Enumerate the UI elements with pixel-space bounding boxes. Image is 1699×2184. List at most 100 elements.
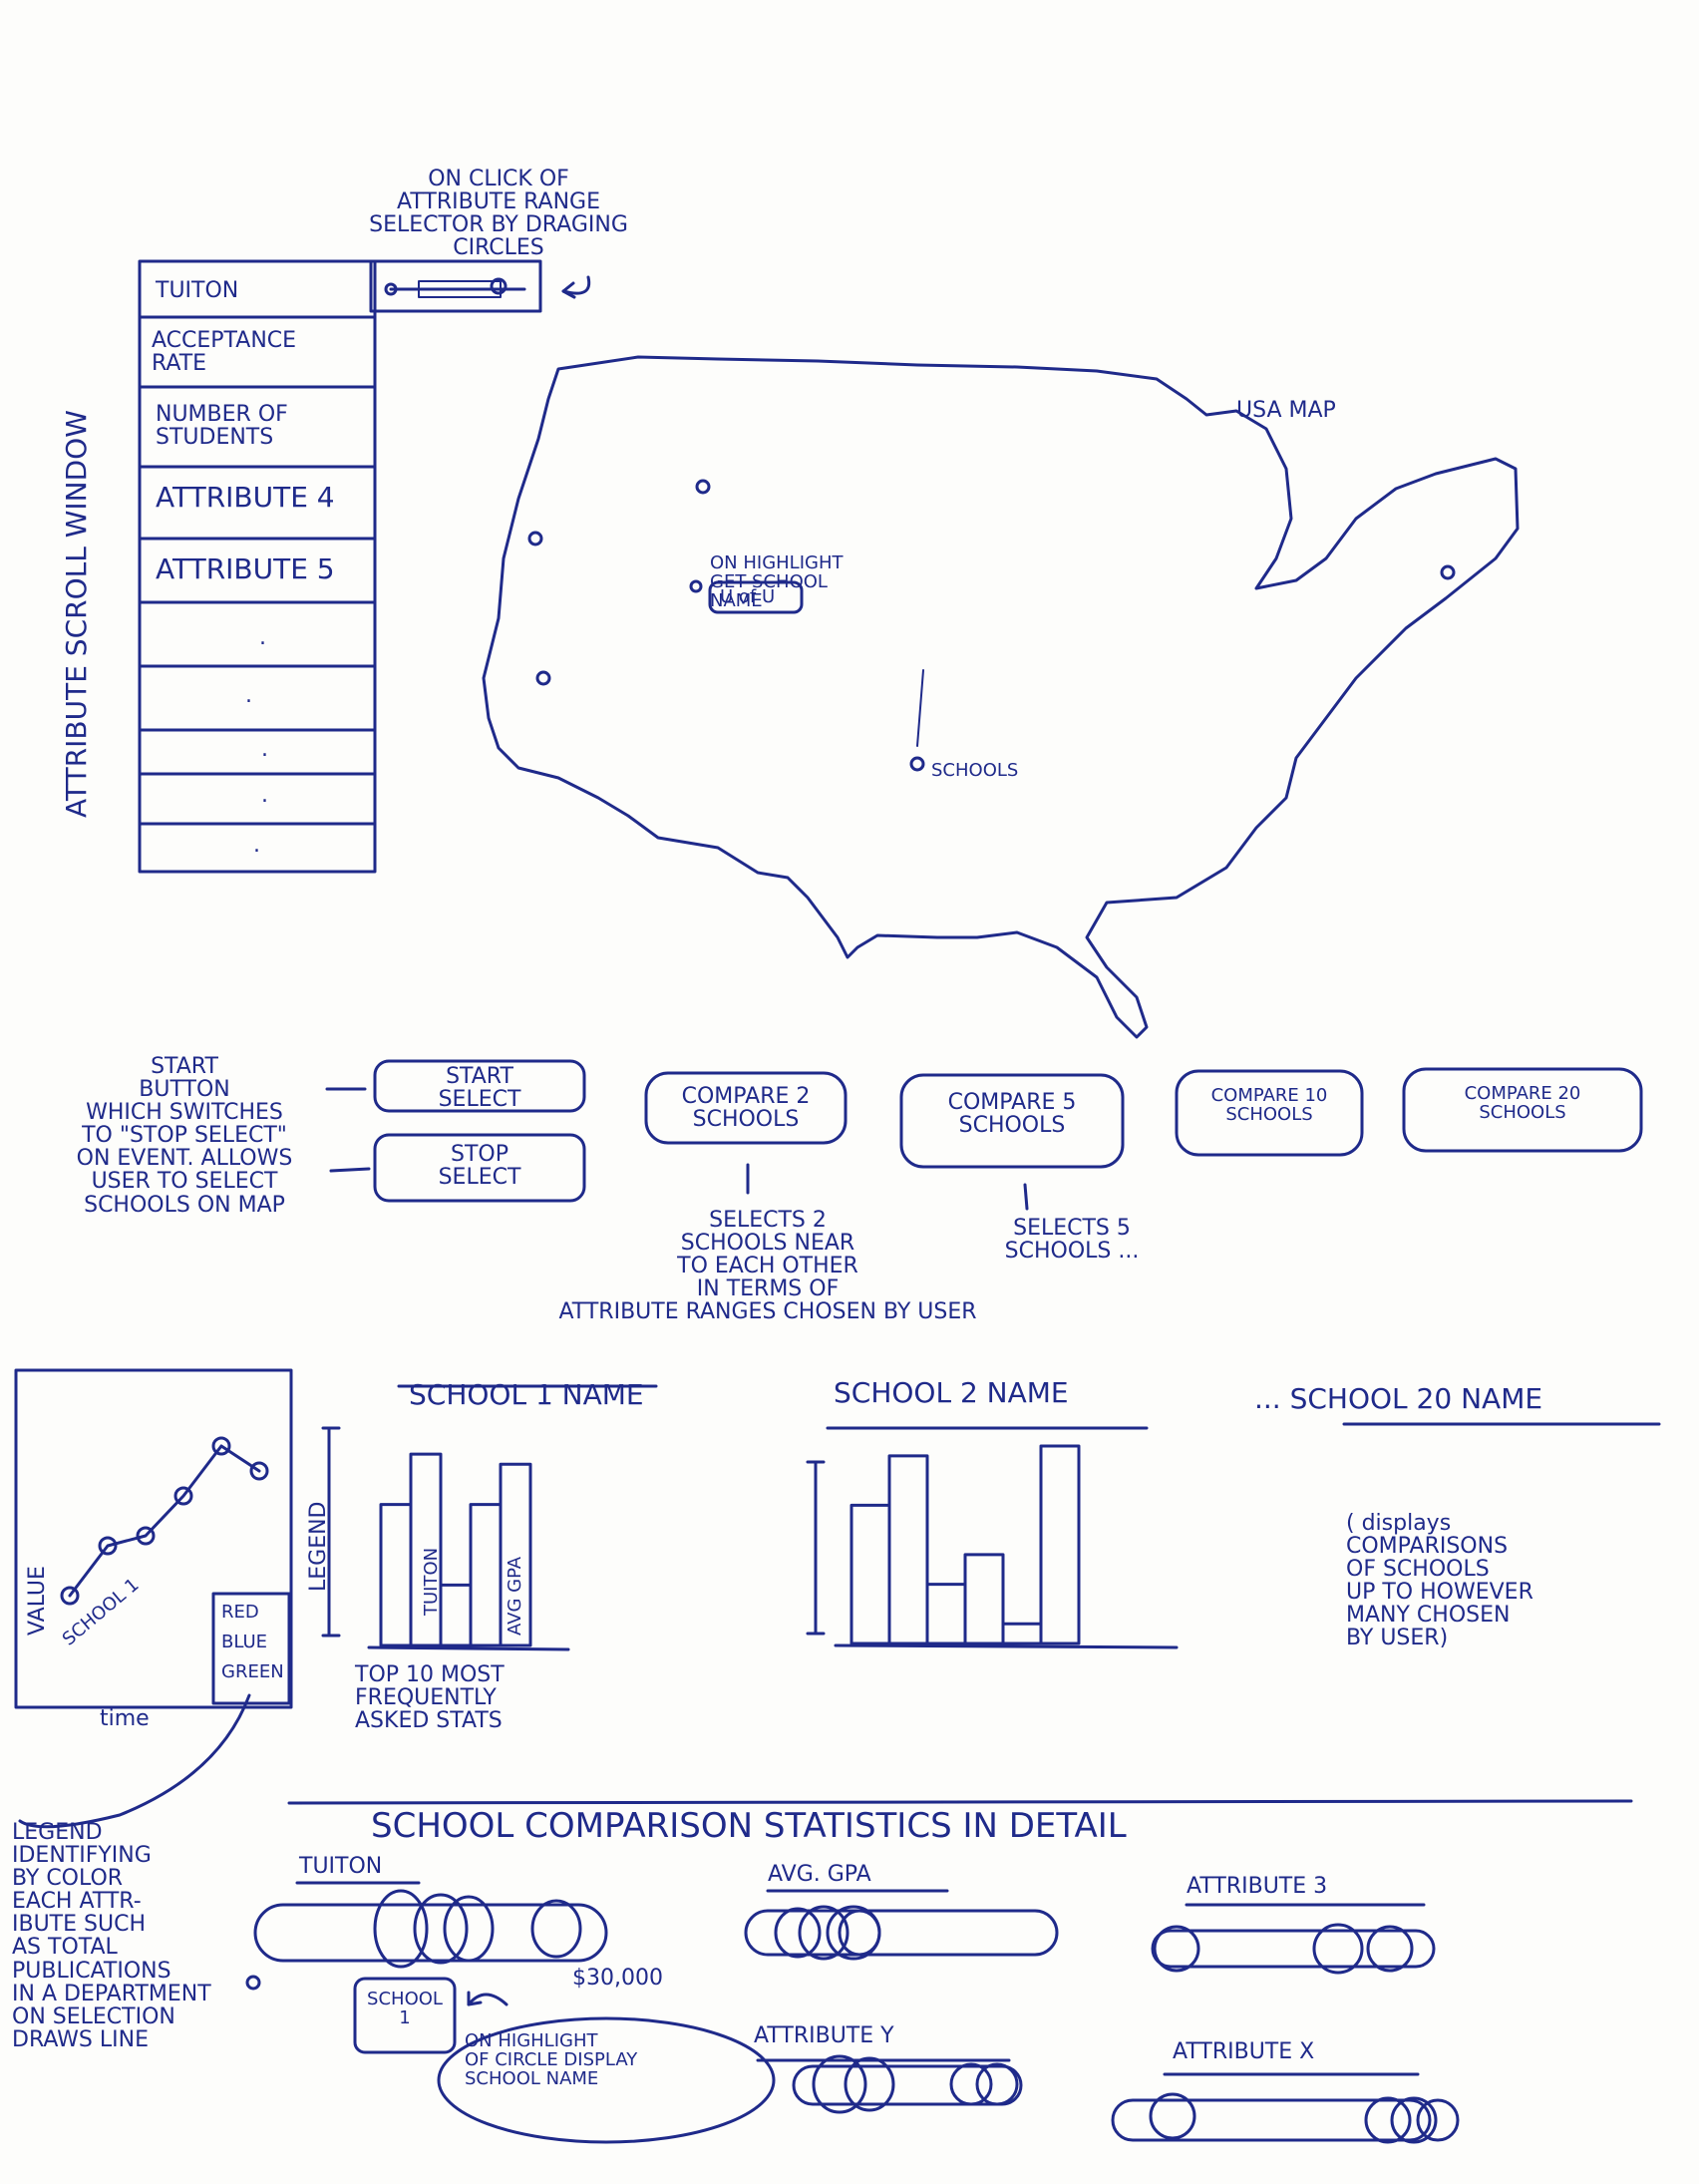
attribute-scroll-window[interactable] xyxy=(138,259,377,874)
compare-10-schools-button[interactable] xyxy=(1175,1069,1364,1157)
stop-select-label[interactable]: STOP SELECT xyxy=(438,1142,521,1191)
slider-handle[interactable] xyxy=(1149,2092,1196,2140)
school-marker[interactable] xyxy=(527,531,543,546)
slider-handle[interactable] xyxy=(1153,1925,1200,1973)
range-handle-min[interactable] xyxy=(384,282,398,296)
legend-note: LEGEND IDENTIFYING BY COLOR EACH ATTR- I… xyxy=(12,1820,211,2052)
attribute-3-slider[interactable] xyxy=(1151,1923,1436,1975)
slider-handle[interactable] xyxy=(413,1893,469,1965)
attribute-item-tuition[interactable]: TUITON xyxy=(156,278,239,303)
slider-handle[interactable] xyxy=(1312,1923,1364,1975)
school-marker[interactable] xyxy=(909,756,925,772)
legend-entry-red[interactable]: RED xyxy=(221,1602,259,1623)
attribute-y-slider[interactable] xyxy=(792,2054,1023,2114)
compare-5-label[interactable]: COMPARE 5 SCHOOLS xyxy=(947,1090,1077,1139)
slider-handle[interactable] xyxy=(975,2062,1019,2106)
bar[interactable] xyxy=(963,1553,1005,1645)
slider-handle[interactable] xyxy=(844,2056,895,2112)
attribute-window-title: ATTRIBUTE SCROLL WINDOW xyxy=(60,410,93,818)
legend-entry-blue[interactable]: BLUE xyxy=(221,1632,268,1652)
school-20-note: ( displays COMPARISONS OF SCHOOLS UP TO … xyxy=(1346,1511,1533,1651)
compare-5-schools-button[interactable] xyxy=(899,1073,1125,1169)
bar[interactable] xyxy=(887,1454,929,1645)
circle-note-bubble xyxy=(437,2016,776,2144)
slider-handle[interactable] xyxy=(798,1905,850,1961)
compare-2-note: SELECTS 2 SCHOOLS NEAR TO EACH OTHER IN … xyxy=(558,1208,977,1325)
slider-handle[interactable] xyxy=(443,1895,495,1963)
range-handle-max[interactable] xyxy=(490,277,508,295)
school-marker[interactable] xyxy=(535,670,551,686)
attribute-item-4[interactable]: ATTRIBUTE 4 xyxy=(156,481,335,514)
bar[interactable] xyxy=(499,1462,532,1647)
series-point[interactable] xyxy=(249,1461,269,1481)
bar[interactable] xyxy=(1001,1622,1043,1645)
slider-handle[interactable] xyxy=(1364,2096,1412,2144)
attribute-item-more[interactable]: . xyxy=(261,783,268,808)
line-chart-xlabel: time xyxy=(100,1706,150,1731)
bar[interactable] xyxy=(379,1503,413,1647)
detail-attry-label: ATTRIBUTE Y xyxy=(754,2023,894,2048)
attribute-item-5[interactable]: ATTRIBUTE 5 xyxy=(156,552,335,585)
compare-10-label[interactable]: COMPARE 10 SCHOOLS xyxy=(1210,1085,1328,1125)
series-line-school-1[interactable] xyxy=(68,1444,261,1598)
map-school-markers[interactable] xyxy=(527,479,1456,772)
start-select-button[interactable] xyxy=(373,1059,586,1113)
detail-attr3-label: ATTRIBUTE 3 xyxy=(1187,1874,1328,1899)
highlight-school-name: U of U xyxy=(720,586,776,607)
compare-2-schools-button[interactable] xyxy=(644,1071,848,1145)
slider-handle[interactable] xyxy=(373,1889,429,1969)
series-point[interactable] xyxy=(98,1536,118,1556)
school-2-bars[interactable] xyxy=(850,1444,1081,1645)
attribute-x-slider[interactable] xyxy=(1111,2092,1460,2144)
school-marker[interactable] xyxy=(689,579,703,593)
slider-handle[interactable] xyxy=(812,2054,867,2114)
map-label: USA MAP xyxy=(1236,398,1336,423)
tuition-slider[interactable] xyxy=(253,1889,608,1969)
school-marker[interactable] xyxy=(695,479,711,495)
stop-select-button[interactable] xyxy=(373,1133,586,1203)
compare-20-label[interactable]: COMPARE 20 SCHOOLS xyxy=(1464,1083,1581,1123)
slider-handle[interactable] xyxy=(774,1907,822,1959)
school-1-legend-label: LEGEND xyxy=(306,1501,331,1592)
slider-handle[interactable] xyxy=(1416,2098,1460,2142)
slider-handle[interactable] xyxy=(1366,1925,1414,1973)
circle-note: ON HIGHLIGHT OF CIRCLE DISPLAY SCHOOL NA… xyxy=(465,2030,638,2089)
slider-handle[interactable] xyxy=(838,1909,881,1957)
slider-handle[interactable] xyxy=(530,1899,582,1959)
series-point[interactable] xyxy=(173,1486,193,1506)
legend-dot xyxy=(245,1975,261,1991)
series-point[interactable] xyxy=(136,1526,156,1546)
avg-gpa-slider[interactable] xyxy=(744,1905,1059,1961)
bar[interactable] xyxy=(925,1583,967,1645)
attribute-item-more[interactable]: . xyxy=(245,683,252,708)
detail-title: SCHOOL COMPARISON STATISTICS IN DETAIL xyxy=(371,1806,1127,1846)
school-marker[interactable] xyxy=(1440,564,1456,580)
line-chart-plot[interactable] xyxy=(60,1436,269,1606)
school-1-bars[interactable] xyxy=(379,1452,532,1647)
bar[interactable] xyxy=(1039,1444,1081,1645)
bar[interactable] xyxy=(439,1583,473,1647)
range-selector-note: ON CLICK OF ATTRIBUTE RANGE SELECTOR BY … xyxy=(369,167,628,261)
attribute-item-more[interactable]: . xyxy=(253,833,260,858)
slider-handle[interactable] xyxy=(1390,2096,1438,2144)
compare-5-note: SELECTS 5 SCHOOLS ... xyxy=(1004,1216,1140,1265)
series-point[interactable] xyxy=(60,1586,80,1606)
attribute-range-selector[interactable] xyxy=(369,259,591,313)
bar[interactable] xyxy=(850,1503,891,1645)
usa-map[interactable] xyxy=(482,355,1520,1039)
start-select-label[interactable]: START SELECT xyxy=(438,1064,521,1113)
bar[interactable] xyxy=(469,1503,503,1647)
bar[interactable] xyxy=(409,1452,443,1647)
detail-tuition-label: TUITON xyxy=(299,1854,383,1879)
attribute-item-more[interactable]: . xyxy=(259,625,266,650)
school-20-title: ... SCHOOL 20 NAME xyxy=(1254,1382,1543,1415)
compare-2-label[interactable]: COMPARE 2 SCHOOLS xyxy=(681,1084,811,1133)
attribute-item-more[interactable]: . xyxy=(261,737,268,762)
slider-handle[interactable] xyxy=(949,2062,993,2106)
compare-20-schools-button[interactable] xyxy=(1402,1067,1643,1153)
legend-entry-green[interactable]: GREEN xyxy=(221,1661,284,1682)
attribute-item-acceptance[interactable]: ACCEPTANCE RATE xyxy=(152,328,297,377)
section-divider xyxy=(287,1799,1633,1805)
attribute-item-students[interactable]: NUMBER OF STUDENTS xyxy=(156,402,288,451)
series-point[interactable] xyxy=(211,1436,231,1456)
